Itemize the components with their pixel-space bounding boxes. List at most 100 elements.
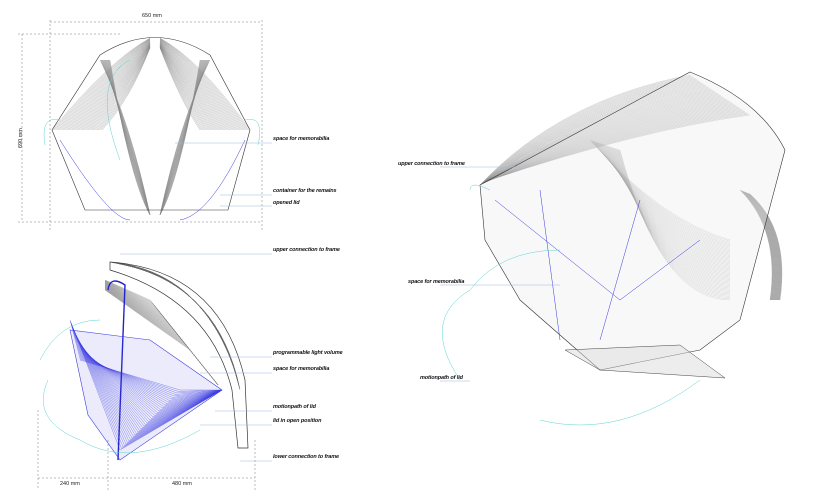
- surface-line: [159, 59, 204, 216]
- surface-line: [159, 59, 201, 216]
- surface-line: [159, 45, 211, 131]
- surface-line: [159, 40, 236, 131]
- surface-line: [480, 76, 693, 185]
- surface-line: [489, 113, 749, 181]
- surface-line: [745, 192, 778, 301]
- surface-line: [107, 280, 126, 461]
- surface-line: [85, 44, 151, 131]
- surface-line: [73, 332, 223, 431]
- surface-line: [75, 343, 223, 415]
- surface-line: [77, 351, 223, 403]
- surface-line: [71, 325, 223, 442]
- surface-line: [159, 47, 202, 131]
- surface-line: [75, 340, 223, 419]
- surface-line: [72, 328, 223, 437]
- surface-line: [71, 41, 151, 131]
- surface-line: [159, 47, 204, 131]
- surface-line: [482, 85, 707, 184]
- surface-line: [72, 331, 223, 433]
- surface-line: [51, 37, 151, 131]
- label-lid-open: lid in open position: [273, 418, 322, 424]
- label-container-remains: container for the remains: [273, 188, 337, 194]
- surface-line: [741, 190, 775, 301]
- surface-line: [741, 190, 774, 301]
- surface-line: [84, 44, 151, 131]
- surface-line: [744, 191, 777, 301]
- surface-line: [159, 46, 206, 131]
- surface-line: [159, 41, 231, 131]
- label-upper-connection-persp: upper connection to frame: [398, 161, 465, 167]
- surface-line: [494, 189, 701, 341]
- surface-line: [88, 45, 151, 131]
- surface-line: [69, 41, 151, 131]
- surface-line: [75, 42, 151, 131]
- surface-line: [83, 44, 151, 131]
- surface-line: [479, 71, 786, 371]
- surface-line: [74, 337, 223, 424]
- surface-line: [747, 193, 780, 301]
- surface-line: [69, 319, 223, 451]
- surface-line: [107, 59, 151, 216]
- surface-line: [159, 44, 216, 131]
- surface-line: [159, 59, 203, 216]
- surface-line: [159, 45, 213, 131]
- surface-line: [484, 91, 716, 184]
- surface-line: [742, 191, 776, 301]
- surface-line: [70, 41, 151, 131]
- surface-line: [106, 59, 151, 216]
- surface-line: [159, 43, 222, 131]
- surface-line: [487, 103, 734, 182]
- surface-line: [90, 45, 151, 131]
- surface-line: [749, 193, 782, 301]
- surface-line: [91, 45, 151, 131]
- surface-line: [99, 47, 151, 131]
- label-space-memorabilia-side: space for memorabilia: [273, 366, 330, 372]
- surface-line: [484, 93, 719, 183]
- surface-line: [159, 42, 226, 131]
- surface-line: [489, 114, 750, 181]
- surface-line: [108, 59, 151, 216]
- surface-line: [483, 88, 711, 184]
- surface-line: [746, 192, 779, 301]
- surface-line: [489, 114, 751, 181]
- surface-line: [73, 42, 151, 131]
- surface-line: [745, 192, 778, 301]
- surface-line: [485, 98, 727, 183]
- surface-line: [77, 349, 223, 406]
- surface-line: [69, 329, 223, 461]
- surface-line: [54, 38, 151, 131]
- surface-line: [79, 43, 151, 131]
- surface-line: [159, 59, 201, 216]
- surface-line: [98, 47, 151, 131]
- surface-line: [79, 359, 222, 391]
- surface-line: [159, 47, 203, 131]
- surface-line: [159, 59, 202, 216]
- surface-line: [73, 333, 223, 430]
- surface-line: [43, 59, 261, 161]
- surface-line: [743, 191, 776, 301]
- surface-line: [74, 336, 223, 425]
- surface-line: [739, 189, 773, 301]
- surface-line: [744, 191, 777, 301]
- front-view-drawing: [43, 37, 261, 221]
- surface-line: [59, 139, 246, 221]
- surface-line: [488, 109, 743, 181]
- surface-line: [482, 83, 704, 184]
- surface-line: [741, 190, 774, 301]
- surface-line: [742, 190, 775, 301]
- surface-line: [159, 59, 202, 216]
- leader-lines: [120, 142, 560, 462]
- surface-line: [488, 108, 742, 181]
- label-lower-connection: lower connection to frame: [273, 454, 339, 460]
- surface-line: [483, 87, 710, 184]
- surface-line: [80, 43, 151, 131]
- surface-line: [487, 106, 738, 182]
- surface-line: [747, 192, 780, 301]
- surface-line: [159, 59, 205, 216]
- surface-line: [745, 192, 778, 301]
- surface-line: [159, 59, 203, 216]
- surface-line: [742, 191, 775, 301]
- surface-line: [159, 42, 227, 131]
- surface-line: [75, 342, 223, 416]
